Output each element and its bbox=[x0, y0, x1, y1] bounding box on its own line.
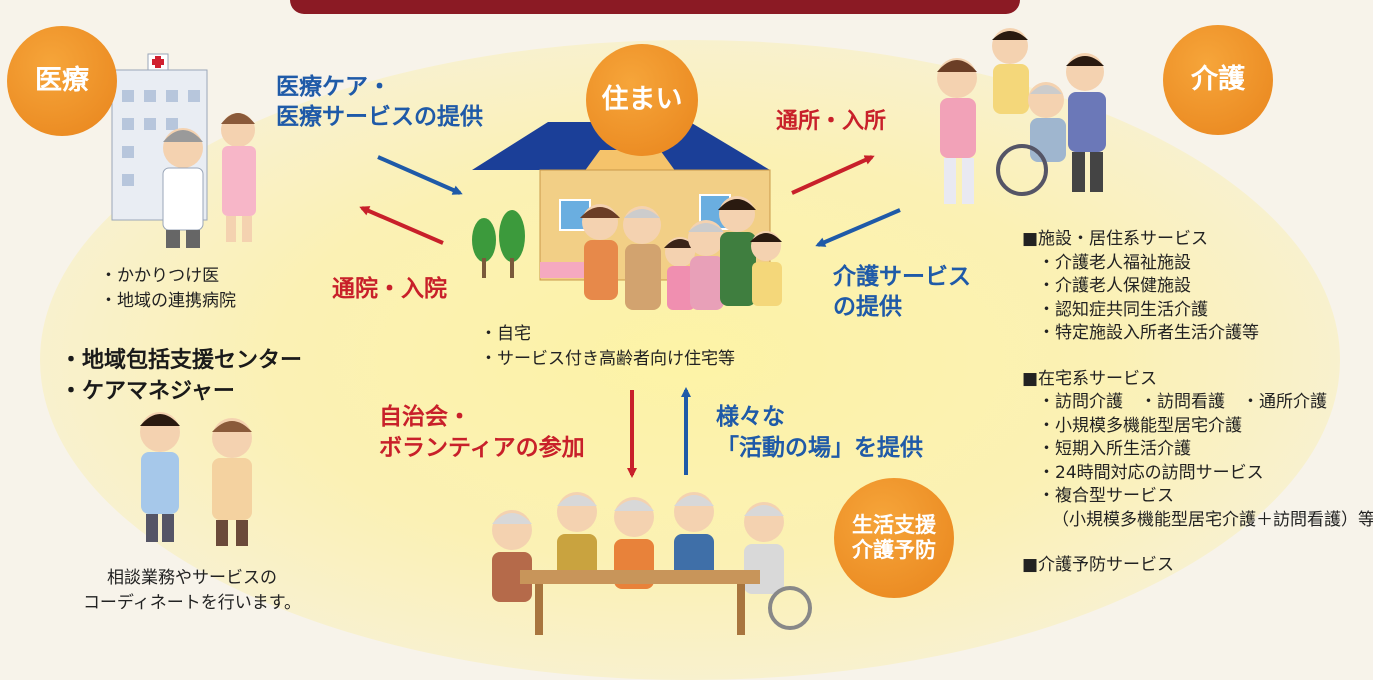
prevention-heading: ■介護予防サービス bbox=[1022, 555, 1175, 575]
activity-label: 様々な 「活動の場」を提供 bbox=[716, 402, 923, 464]
housing-label: 住まい bbox=[601, 83, 683, 115]
community-line-1: 自治会・ bbox=[379, 404, 471, 430]
consult-items: ・地域包括支援センター ・ケアマネジャー bbox=[60, 345, 302, 407]
medical-label: 医療 bbox=[35, 64, 89, 96]
community-illustration bbox=[492, 492, 812, 635]
activity-line-2: 「活動の場」を提供 bbox=[716, 435, 923, 461]
day-admission-label: 通所・入所 bbox=[776, 109, 887, 134]
facility-item: ・特定施設入所者生活介護等 bbox=[1038, 323, 1259, 343]
care-service-line-1: 介護サービス bbox=[833, 264, 971, 290]
consult-item: ・地域包括支援センター bbox=[60, 348, 303, 373]
medical-circle: 医療 bbox=[7, 26, 117, 136]
medical-care-label: 医療ケア・ 医療サービスの提供 bbox=[276, 72, 483, 132]
living-support-label-1: 生活支援 bbox=[852, 512, 936, 537]
consult-desc-line: コーディネートを行います。 bbox=[82, 592, 302, 613]
living-support-label-2: 介護予防 bbox=[852, 538, 936, 562]
diagram-artwork bbox=[111, 28, 1106, 635]
housing-items: ・自宅 ・サービス付き高齢者向け住宅等 bbox=[480, 322, 735, 371]
activity-line-1: 様々な bbox=[716, 404, 785, 430]
house-illustration bbox=[472, 122, 782, 310]
care-label: 介護 bbox=[1191, 63, 1245, 95]
arrow-medical-to-housing bbox=[377, 155, 463, 195]
consultant-illustration bbox=[140, 412, 252, 546]
arrow-housing-to-medical bbox=[359, 206, 444, 245]
medical-item: ・かかりつけ医 bbox=[100, 266, 220, 286]
community-label: 自治会・ ボランティアの参加 bbox=[379, 402, 585, 464]
home-item: ・小規模多機能型居宅介護 bbox=[1038, 415, 1242, 436]
arrow-care-to-housing bbox=[815, 208, 901, 247]
medical-care-line-1: 医療ケア・ bbox=[276, 74, 391, 100]
facility-item: ・認知症共同生活介護 bbox=[1038, 299, 1208, 320]
care-service-line-2: の提供 bbox=[833, 294, 902, 320]
hospital-visit-label: 通院・入院 bbox=[332, 276, 447, 302]
home-item: （小規模多機能型居宅介護＋訪問看護）等 bbox=[1052, 509, 1373, 530]
service-list: ■施設・居住系サービス ・介護老人福祉施設 ・介護老人保健施設 ・認知症共同生活… bbox=[1022, 228, 1373, 578]
housing-item: ・サービス付き高齢者向け住宅等 bbox=[480, 348, 735, 369]
consult-desc-line: 相談業務やサービスの bbox=[107, 568, 277, 588]
home-item: ・訪問介護 ・訪問看護 ・通所介護 bbox=[1038, 392, 1327, 412]
living-support-circle: 生活支援 介護予防 bbox=[834, 478, 954, 598]
top-banner bbox=[290, 0, 1020, 14]
community-line-2: ボランティアの参加 bbox=[379, 435, 585, 461]
facility-heading: ■施設・居住系サービス bbox=[1022, 229, 1209, 249]
arrow-housing-to-care bbox=[791, 155, 875, 195]
medical-items: ・かかりつけ医 ・地域の連携病院 bbox=[100, 264, 236, 313]
medical-item: ・地域の連携病院 bbox=[100, 290, 236, 311]
home-item: ・短期入所生活介護 bbox=[1038, 439, 1191, 459]
home-heading: ■在宅系サービス bbox=[1022, 368, 1158, 389]
consult-description: 相談業務やサービスの コーディネートを行います。 bbox=[70, 566, 314, 615]
consult-item: ・ケアマネジャー bbox=[60, 379, 235, 404]
care-circle: 介護 bbox=[1163, 25, 1273, 135]
housing-item: ・自宅 bbox=[480, 324, 531, 344]
care-illustration bbox=[937, 28, 1106, 204]
hospital-illustration bbox=[111, 53, 256, 248]
facility-item: ・介護老人保健施設 bbox=[1038, 276, 1191, 296]
medical-care-line-2: 医療サービスの提供 bbox=[276, 104, 483, 130]
care-service-label: 介護サービス の提供 bbox=[833, 262, 971, 322]
home-item: ・24時間対応の訪問サービス bbox=[1038, 462, 1264, 483]
home-item: ・複合型サービス bbox=[1038, 486, 1174, 506]
facility-item: ・介護老人福祉施設 bbox=[1038, 252, 1191, 273]
housing-circle: 住まい bbox=[586, 44, 698, 156]
